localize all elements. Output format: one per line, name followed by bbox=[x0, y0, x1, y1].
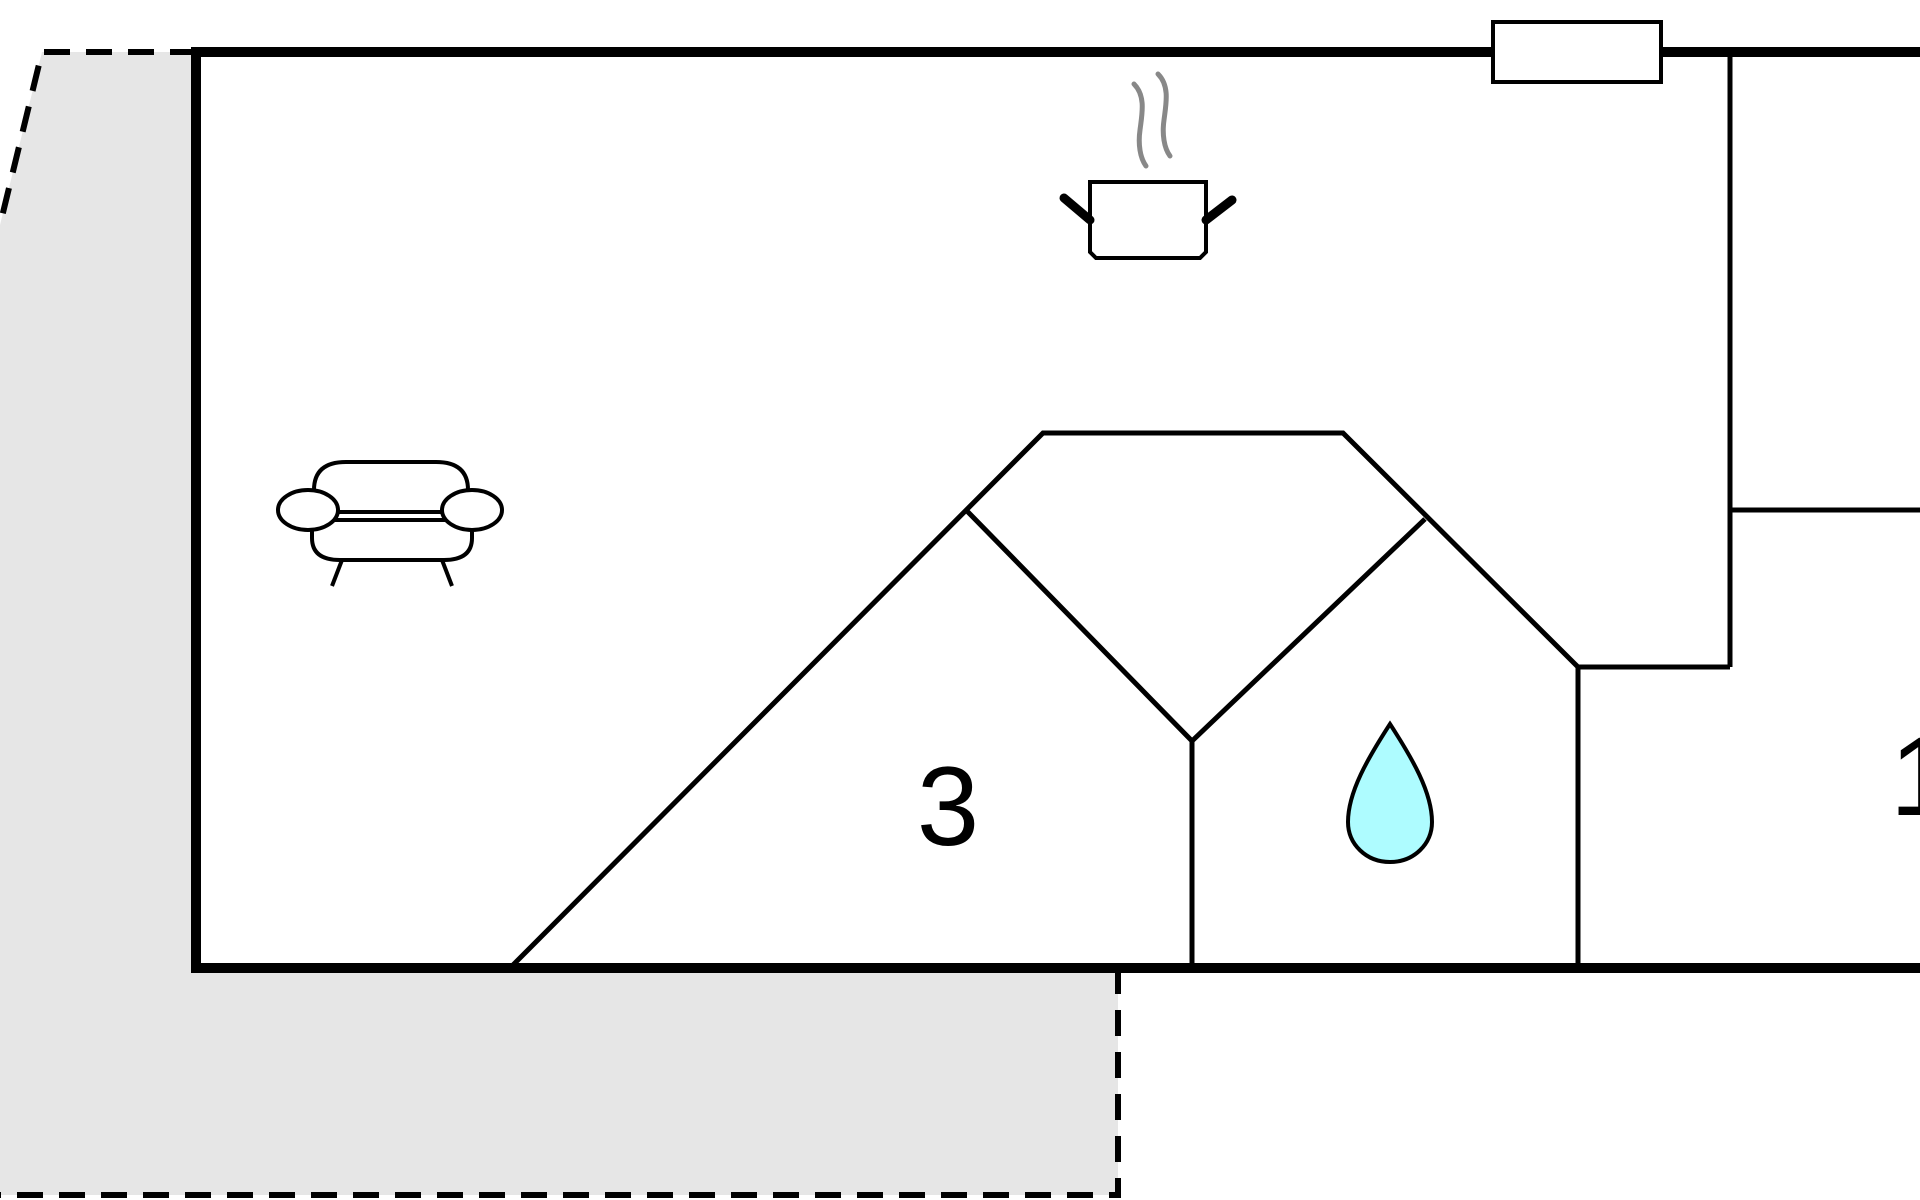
room-label-bedroom: 3 bbox=[917, 744, 979, 869]
outer-wall bbox=[191, 47, 1920, 973]
terrace-outline-bottom bbox=[0, 968, 1121, 1198]
window-icon bbox=[1491, 20, 1663, 84]
terrace-fill bbox=[0, 52, 1118, 1195]
water-drop-icon bbox=[1345, 720, 1435, 865]
interior-walls-right bbox=[1575, 52, 1920, 968]
room-label-right: 1 bbox=[1890, 714, 1920, 839]
sofa-icon bbox=[276, 460, 504, 587]
terrace-outline bbox=[0, 49, 196, 226]
room-core-walls bbox=[508, 430, 1580, 970]
terrace-area bbox=[0, 49, 1121, 1198]
cooking-pot-icon bbox=[1059, 71, 1237, 260]
